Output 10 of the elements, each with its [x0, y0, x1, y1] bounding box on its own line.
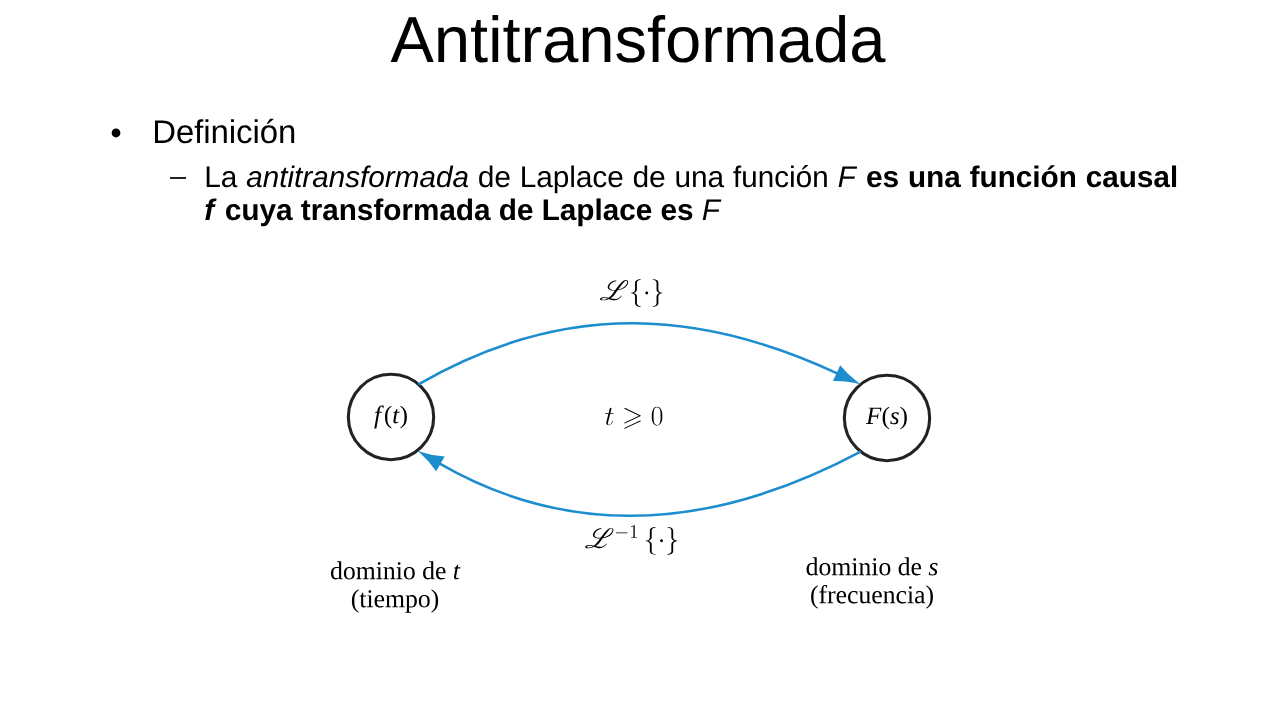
domain-caption: dominio de t (tiempo) [331, 561, 461, 613]
list-item: Definición [155, 118, 295, 144]
circle-node: F(s) [842, 373, 932, 463]
condition-formula: $t \geqslant 0$ [605, 406, 663, 429]
title: Antitransformada [390, 14, 886, 63]
domain-caption: dominio de s (frecuencia) [806, 557, 938, 609]
edge-label: $\mathscr{L}^{-1}\,\{\cdot\}$ [583, 524, 681, 556]
edge-label: $\mathscr{L}\{\cdot\}$ [598, 277, 666, 309]
definition-text: La antitransformada de Laplace de una función F es una función causal f cuya transformada de Laplace es F [205, 165, 1177, 227]
circle-node: f(t) [346, 372, 436, 462]
